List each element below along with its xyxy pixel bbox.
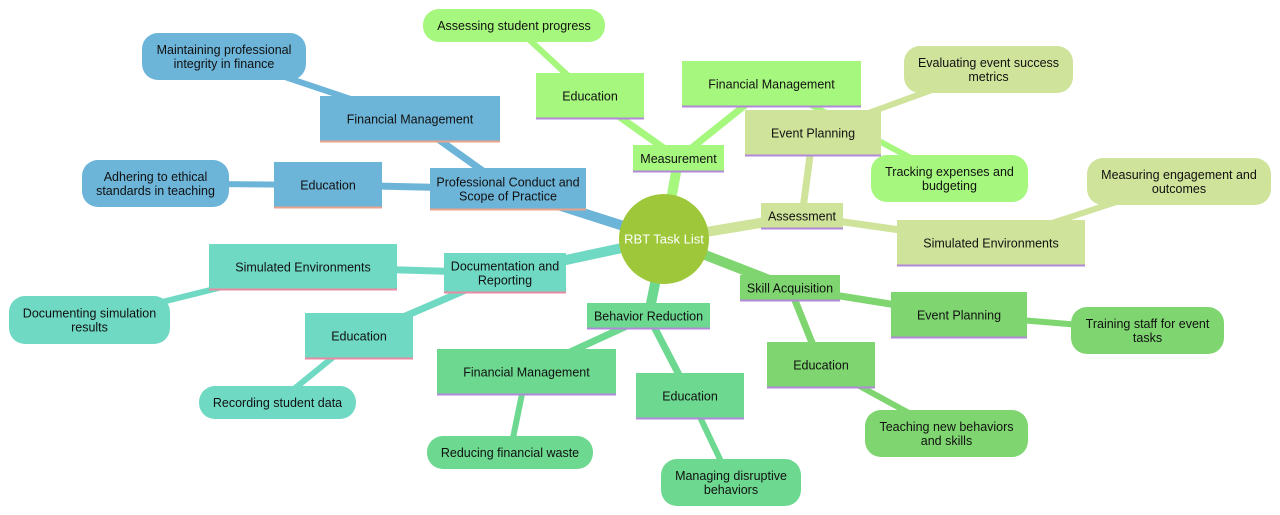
professional-conduct-child-financial-management: Financial Management	[320, 96, 500, 143]
measurement-child-education-box	[536, 73, 644, 119]
skill-acquisition-child-event-planning-label: Event Planning	[917, 309, 1001, 323]
branch-assessment-label: Assessment	[768, 210, 837, 224]
branch-documentation-reporting-box	[444, 253, 566, 293]
skill-acquisition-child-education-box	[767, 342, 875, 388]
documentation-reporting-education-leaf-label: Recording student data	[213, 396, 342, 410]
skill-acquisition-education-leaf-pill	[865, 410, 1028, 457]
behavior-reduction-financial-management-leaf-label: Reducing financial waste	[441, 446, 579, 460]
root-circle	[619, 194, 709, 284]
documentation-reporting-child-simulated-environments-box	[209, 244, 397, 290]
professional-conduct-education-leaf-pill	[82, 160, 229, 207]
branch-assessment-box	[761, 203, 843, 229]
documentation-reporting-child-simulated-environments-label: Simulated Environments	[235, 261, 370, 275]
documentation-reporting-simulated-environments-leaf-pill	[9, 296, 170, 344]
measurement-education-leaf: Assessing student progress	[423, 9, 605, 42]
behavior-reduction-child-financial-management-box	[437, 349, 616, 395]
measurement-child-education: Education	[536, 73, 644, 120]
branch-behavior-reduction-box	[587, 303, 710, 329]
documentation-reporting-child-simulated-environments: Simulated Environments	[209, 244, 397, 291]
root-label: RBT Task List	[624, 232, 704, 247]
behavior-reduction-child-education-label: Education	[662, 390, 718, 404]
skill-acquisition-child-event-planning: Event Planning	[891, 292, 1027, 339]
behavior-reduction-education-leaf-pill	[661, 459, 801, 506]
assessment-event-planning-leaf-pill	[904, 46, 1073, 93]
behavior-reduction-child-education: Education	[636, 373, 744, 420]
branch-professional-conduct-box	[430, 168, 586, 210]
documentation-reporting-child-education-box	[305, 313, 413, 359]
documentation-reporting-education-leaf-pill	[199, 386, 356, 419]
professional-conduct-child-financial-management-box	[320, 96, 500, 142]
measurement-education-leaf-label: Assessing student progress	[437, 19, 591, 33]
branch-behavior-reduction: Behavior Reduction	[587, 303, 710, 330]
branch-skill-acquisition-box	[740, 275, 840, 301]
root-node: RBT Task List	[619, 194, 709, 284]
branch-measurement: Measurement	[633, 145, 724, 173]
assessment-child-simulated-environments-label: Simulated Environments	[923, 237, 1058, 251]
measurement-child-education-label: Education	[562, 90, 618, 104]
measurement-child-financial-management-box	[682, 61, 861, 107]
skill-acquisition-event-planning-leaf-pill	[1071, 307, 1224, 354]
professional-conduct-child-education: Education	[274, 162, 382, 209]
measurement-financial-management-leaf-pill	[871, 155, 1028, 202]
branch-skill-acquisition: Skill Acquisition	[740, 275, 840, 302]
assessment-child-event-planning-box	[745, 110, 881, 156]
branch-skill-acquisition-label: Skill Acquisition	[747, 282, 833, 296]
documentation-reporting-child-education: Education	[305, 313, 413, 360]
behavior-reduction-child-financial-management-label: Financial Management	[463, 366, 590, 380]
branch-assessment: Assessment	[761, 203, 843, 230]
assessment-child-simulated-environments-box	[897, 220, 1085, 266]
measurement-child-financial-management-label: Financial Management	[708, 78, 835, 92]
behavior-reduction-financial-management-leaf: Reducing financial waste	[427, 436, 593, 469]
branch-behavior-reduction-label: Behavior Reduction	[594, 310, 703, 324]
professional-conduct-child-financial-management-label: Financial Management	[347, 113, 474, 127]
assessment-child-event-planning: Event Planning	[745, 110, 881, 157]
professional-conduct-financial-management-leaf-pill	[142, 33, 306, 80]
assessment-child-event-planning-label: Event Planning	[771, 127, 855, 141]
branch-measurement-box	[633, 145, 724, 172]
documentation-reporting-education-leaf: Recording student data	[199, 386, 356, 419]
documentation-reporting-child-education-label: Education	[331, 330, 387, 344]
measurement-education-leaf-pill	[423, 9, 605, 42]
professional-conduct-child-education-label: Education	[300, 179, 356, 193]
skill-acquisition-child-education: Education	[767, 342, 875, 389]
assessment-simulated-environments-leaf-pill	[1087, 158, 1271, 205]
behavior-reduction-child-education-box	[636, 373, 744, 419]
branch-measurement-label: Measurement	[640, 152, 717, 166]
skill-acquisition-child-event-planning-box	[891, 292, 1027, 338]
behavior-reduction-financial-management-leaf-pill	[427, 436, 593, 469]
assessment-child-simulated-environments: Simulated Environments	[897, 220, 1085, 267]
professional-conduct-child-education-box	[274, 162, 382, 208]
skill-acquisition-child-education-label: Education	[793, 359, 849, 373]
measurement-child-financial-management: Financial Management	[682, 61, 861, 108]
behavior-reduction-child-financial-management: Financial Management	[437, 349, 616, 396]
